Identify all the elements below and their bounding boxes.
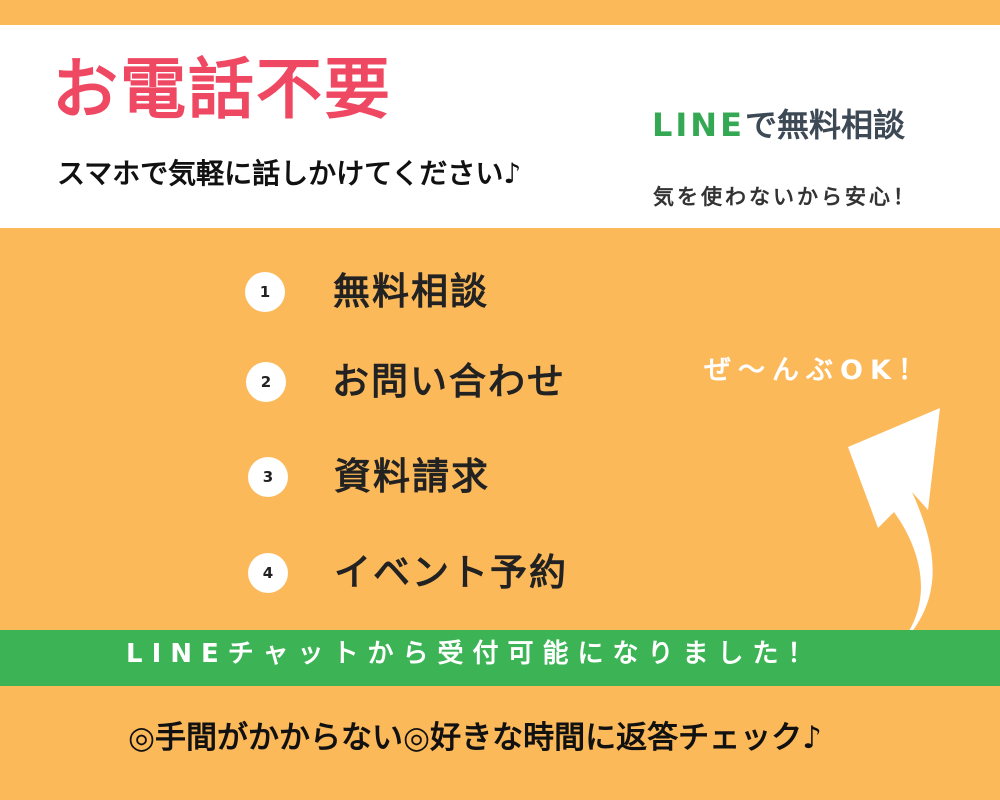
menu-item-label: 無料相談 [333,270,489,313]
footer-benefits-text: ◎手間がかからない◎好きな時間に返答チェック♪ [128,720,822,756]
number-badge: 1 [245,272,285,312]
page-subtitle: スマホで気軽に話しかけてください♪ [57,157,522,190]
line-chat-banner-text: LINEチャットから受付可能になりました！ [126,639,823,669]
arrow-shape [848,408,940,655]
line-brand-text: LINE [652,106,745,144]
menu-item-label: 資料請求 [334,455,490,498]
line-heading-rest: で無料相談 [744,106,905,144]
page-title: お電話不要 [52,51,392,128]
number-badge: 4 [248,553,288,593]
header-panel: お電話不要 スマホで気軽に話しかけてください♪ LINEで無料相談 気を使わない… [0,25,1000,228]
menu-item-label: お問い合わせ [332,360,566,403]
line-chat-banner [0,630,1000,686]
line-consult-heading: LINEで無料相談 [652,109,905,141]
curved-arrow-icon [848,408,940,655]
number-badge: 3 [248,457,288,497]
number-badge: 2 [246,362,286,402]
line-consult-subtext: 気を使わないから安心！ [653,185,917,209]
menu-item-label: イベント予約 [334,551,568,594]
all-ok-callout: ぜ〜んぶOK！ [704,355,932,386]
